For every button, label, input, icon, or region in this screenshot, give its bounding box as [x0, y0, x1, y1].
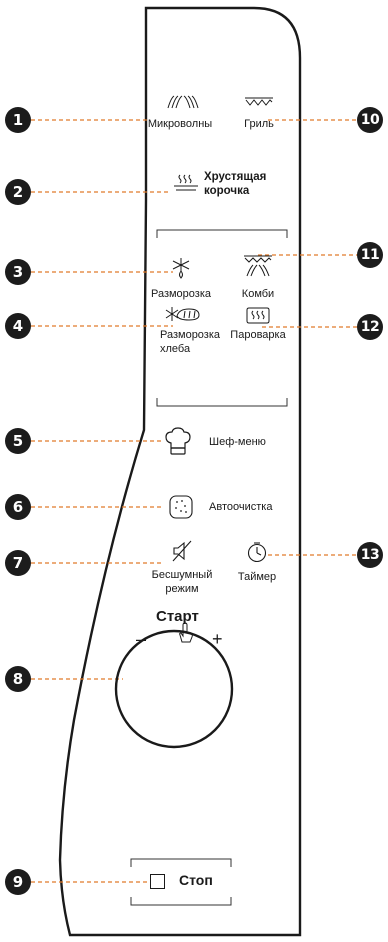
- combi-icon[interactable]: [243, 254, 273, 278]
- grill-icon[interactable]: [244, 96, 274, 108]
- callout-badge-10: 10: [357, 107, 383, 133]
- bread-defrost-label-2[interactable]: хлеба: [160, 343, 191, 355]
- callout-badge-13: 13: [357, 542, 383, 568]
- bread-defrost-label-1[interactable]: Разморозка: [160, 329, 221, 341]
- crispy-crust-label-2[interactable]: корочка: [204, 185, 250, 197]
- callout-badge-4: 4: [5, 313, 31, 339]
- callout-badge-12: 12: [357, 314, 383, 340]
- auto-clean-icon[interactable]: [169, 495, 193, 519]
- callout-badge-8: 8: [5, 666, 31, 692]
- auto-clean-button-label[interactable]: Автоочистка: [209, 501, 273, 513]
- dial-minus[interactable]: –: [136, 629, 147, 649]
- grill-button-label[interactable]: Гриль: [244, 118, 274, 130]
- callout-badge-11: 11: [357, 242, 383, 268]
- callout-badge-5: 5: [5, 428, 31, 454]
- silent-mode-label-2[interactable]: режим: [165, 583, 199, 595]
- callout-badge-6: 6: [5, 494, 31, 520]
- dial-ring: [114, 629, 234, 749]
- hand-press-icon: [179, 622, 193, 643]
- chef-menu-button-label[interactable]: Шеф-меню: [209, 436, 266, 448]
- callout-badge-9: 9: [5, 869, 31, 895]
- timer-clock-icon[interactable]: [246, 541, 268, 563]
- steamer-icon[interactable]: [246, 306, 270, 324]
- group-bracket-top: [156, 229, 288, 238]
- defrost-snowflake-icon[interactable]: [171, 257, 191, 279]
- panel-outline: [58, 6, 302, 937]
- defrost-button-label[interactable]: Разморозка: [150, 288, 212, 300]
- crispy-crust-icon[interactable]: [172, 172, 200, 192]
- crispy-crust-label-1[interactable]: Хрустящая: [204, 171, 267, 183]
- stop-bracket-bottom: [130, 897, 232, 906]
- microwave-waves-icon[interactable]: [165, 94, 201, 110]
- callout-badge-7: 7: [5, 550, 31, 576]
- silent-mode-label-1[interactable]: Бесшумный: [151, 569, 213, 581]
- rotary-dial[interactable]: [116, 631, 232, 747]
- start-label[interactable]: Старт: [156, 608, 199, 625]
- stop-bracket-top: [130, 858, 232, 867]
- stop-checkbox-icon[interactable]: [150, 874, 165, 889]
- mute-speaker-icon[interactable]: [171, 540, 193, 562]
- callout-badge-1: 1: [5, 107, 31, 133]
- steamer-button-label[interactable]: Пароварка: [230, 329, 286, 341]
- callout-badge-2: 2: [5, 179, 31, 205]
- chef-hat-icon[interactable]: [165, 427, 191, 455]
- group-bracket-bottom: [156, 398, 288, 407]
- stop-button-label[interactable]: Стоп: [179, 872, 213, 888]
- combi-button-label[interactable]: Комби: [241, 288, 275, 300]
- microwave-button-label[interactable]: Микроволны: [147, 118, 213, 130]
- bread-defrost-icon[interactable]: [165, 306, 201, 322]
- callout-badge-3: 3: [5, 259, 31, 285]
- dial-plus[interactable]: +: [212, 629, 223, 649]
- timer-button-label[interactable]: Таймер: [237, 571, 277, 583]
